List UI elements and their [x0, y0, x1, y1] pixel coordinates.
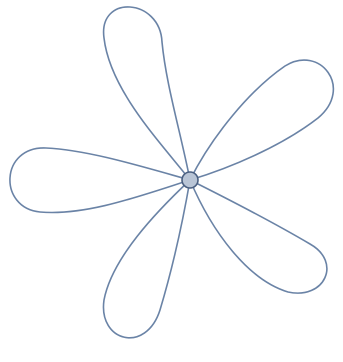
petal-upper-right [190, 60, 333, 180]
center-node [182, 172, 198, 188]
petal-lower-right [190, 180, 327, 293]
petal-left [10, 148, 190, 213]
petal-bottom [103, 180, 190, 338]
petal-group [10, 7, 333, 338]
petal-top [104, 7, 190, 180]
